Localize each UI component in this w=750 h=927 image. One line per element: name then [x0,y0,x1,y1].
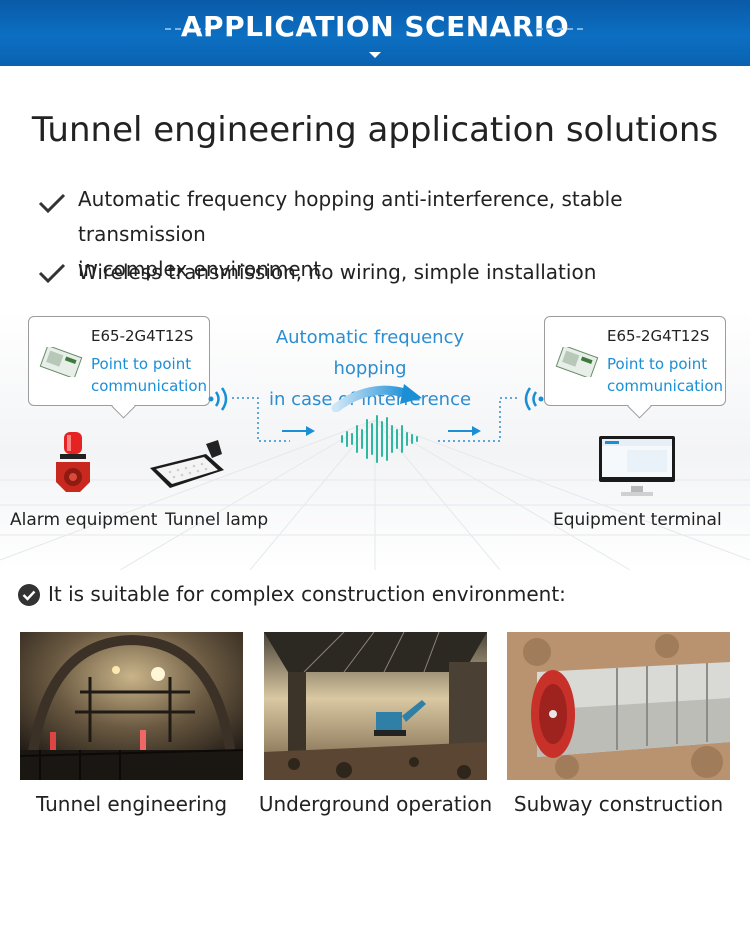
page-title: Tunnel engineering application solutions [31,110,719,150]
module-chip-icon [555,347,599,377]
module-description: Point to point communication [607,353,725,397]
scene-caption: Tunnel engineering [35,792,228,816]
module-description-line: communication [91,377,208,395]
hopping-caption-line: Automatic frequency hopping [275,327,465,379]
module-description: Point to point communication [91,353,209,397]
label-tunnel-lamp: Tunnel lamp [165,510,269,530]
feature-line: Wireless transmission, no wiring, simple… [78,260,597,284]
hopping-caption: Automatic frequency hopping in case of i… [240,322,500,415]
alarm-siren-icon [56,432,90,492]
curved-arrow-icon [331,384,422,412]
scene-caption: Underground operation [258,792,493,816]
module-chip-icon [39,347,83,377]
monitor-terminal-icon [599,436,675,496]
wireless-signal-icon [524,387,544,411]
check-icon [38,193,66,214]
suitable-heading: It is suitable for complex construction … [48,582,566,606]
right-module-bubble: E65-2G4T12S Point to point communication [544,316,726,419]
label-alarm-equipment: Alarm equipment [10,510,158,530]
module-description-line: Point to point [91,355,192,373]
check-icon [38,263,66,284]
feature-line: Automatic frequency hopping anti-interfe… [78,187,623,246]
banner-dash-right [537,28,585,30]
check-circle-icon [18,584,40,606]
sound-wave-icon [341,415,418,463]
module-model: E65-2G4T12S [607,327,710,345]
feature-item-2: Wireless transmission, no wiring, simple… [78,255,728,290]
tunnel-lamp-icon [150,440,224,488]
banner-arrow-icon [369,52,381,58]
banner-title: APPLICATION SCENARIO [180,10,570,43]
scene-image-tunnel [20,632,243,780]
hopping-caption-line: in case of interference [268,389,472,410]
banner-dash-left [165,28,213,30]
arrow-right-icon [448,426,481,436]
module-model: E65-2G4T12S [91,327,194,345]
wireless-signal-icon [208,387,228,411]
arrow-right-icon [282,426,315,436]
feature-item-1: Automatic frequency hopping anti-interfe… [78,182,728,287]
scene-image-underground [264,632,487,780]
feature-line: in complex environment [78,257,322,281]
label-equipment-terminal: Equipment terminal [553,510,722,530]
left-module-bubble: E65-2G4T12S Point to point communication [28,316,210,419]
scene-image-subway [507,632,730,780]
module-description-line: Point to point [607,355,708,373]
module-description-line: communication [607,377,724,395]
scene-caption: Subway construction [513,792,724,816]
header-banner: APPLICATION SCENARIO [0,0,750,66]
